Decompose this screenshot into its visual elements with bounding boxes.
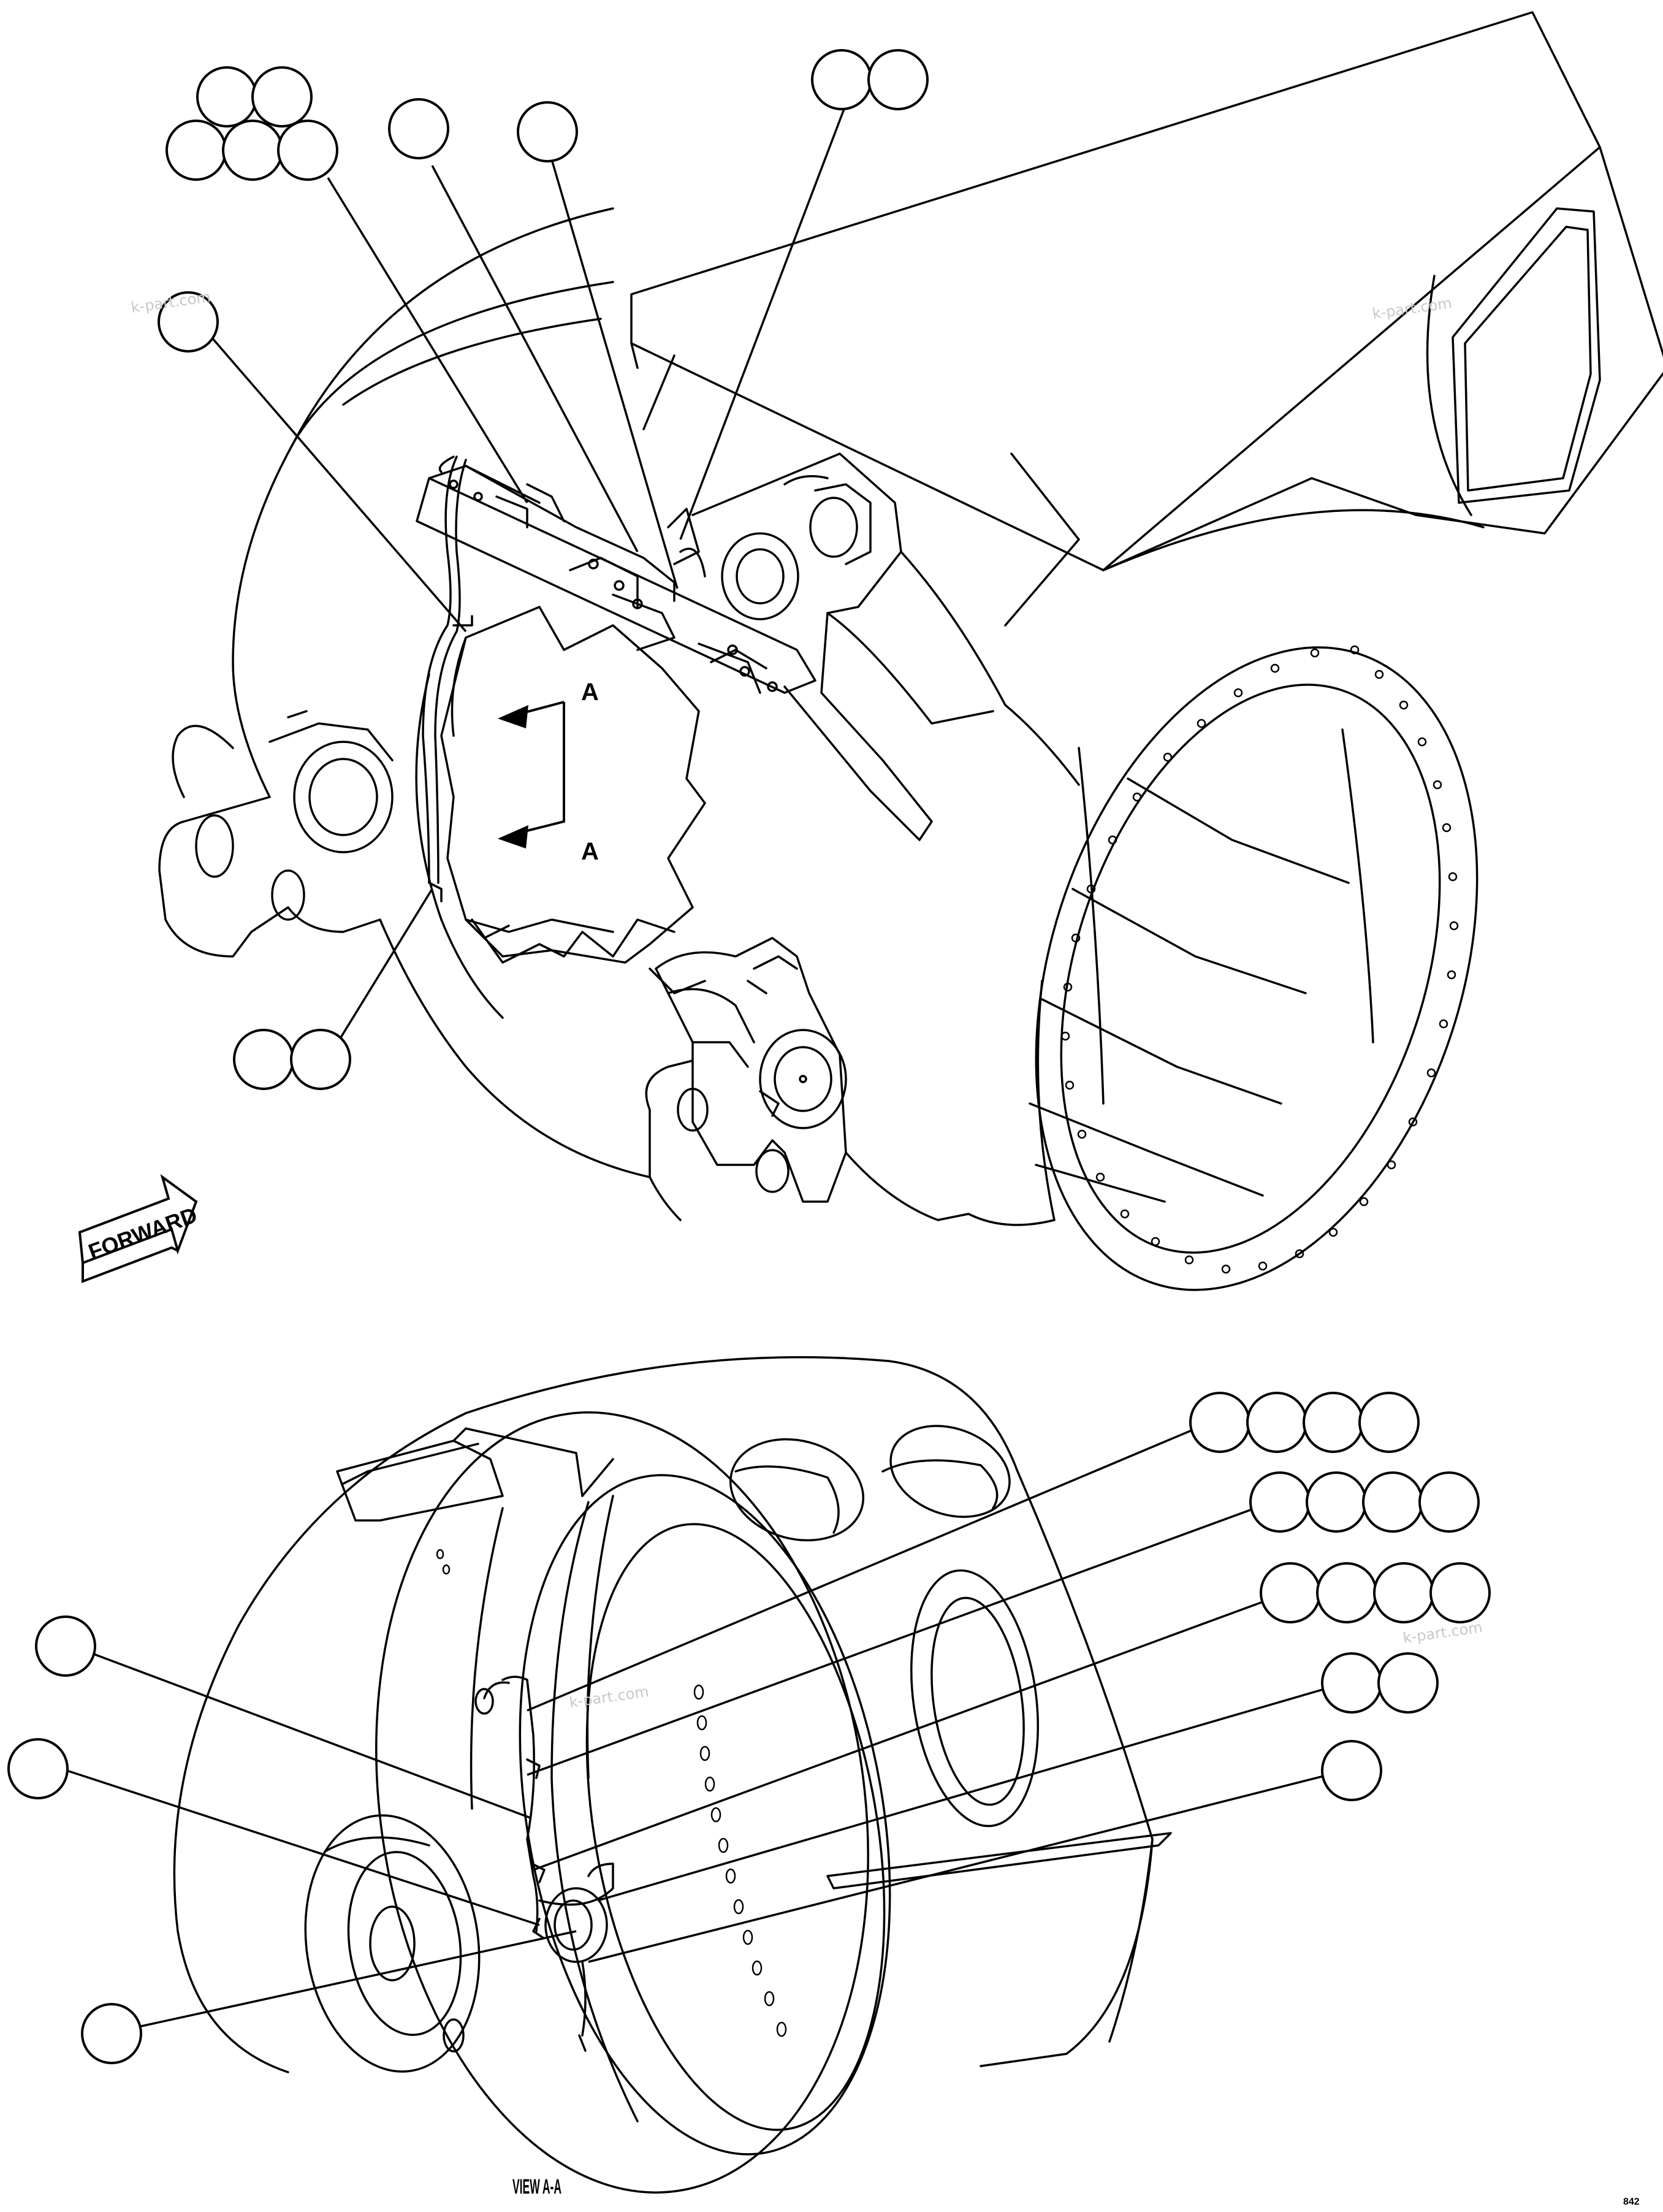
callout-balloon — [1429, 1562, 1491, 1623]
callout-balloon — [7, 1738, 69, 1799]
callout-balloon — [1260, 1562, 1321, 1623]
lower-callout-balloons — [7, 1392, 1491, 2064]
view-label: VIEW A-A — [512, 2175, 561, 2199]
callout-balloon — [1418, 1471, 1480, 1533]
callout-balloon — [1358, 1392, 1420, 1453]
barrel-window-upper — [729, 1438, 865, 1542]
ring-bolt-holes — [1060, 645, 1459, 1274]
mounting-rail — [416, 477, 816, 694]
callout-balloon — [222, 120, 283, 181]
section-label-upper: A — [581, 679, 599, 706]
barrel-inner-ring — [519, 1474, 891, 2156]
upper-pivot-bore — [721, 532, 799, 620]
inner-bolt-holes — [436, 1549, 787, 2037]
lower-pivot-bracket — [655, 937, 847, 1203]
callout-balloon — [1249, 1471, 1311, 1533]
callout-balloon — [251, 66, 313, 128]
callout-balloon — [1373, 1562, 1434, 1623]
callout-balloon — [81, 2003, 142, 2064]
callout-balloon — [1377, 1652, 1439, 1714]
section-arrow-lower-head — [498, 825, 528, 849]
callout-balloon — [1189, 1392, 1250, 1453]
upper-callout-leaders — [210, 104, 847, 1049]
barrel-window-right — [889, 1425, 1011, 1518]
callout-balloon — [1321, 1652, 1382, 1714]
hood-window — [1452, 207, 1601, 504]
callout-balloon — [290, 1029, 351, 1090]
callout-balloon — [811, 49, 872, 110]
callout-balloon — [277, 120, 338, 181]
callout-balloon — [35, 1615, 96, 1677]
callout-balloon — [196, 66, 257, 128]
callout-balloon — [388, 98, 449, 159]
callout-balloon — [166, 120, 227, 181]
callout-balloon — [1321, 1740, 1382, 1801]
section-arrows: A A — [498, 679, 599, 865]
callout-balloon — [1303, 1392, 1364, 1453]
callout-balloon — [1246, 1392, 1307, 1453]
cutaway-section — [440, 606, 706, 964]
callout-balloon — [233, 1029, 294, 1090]
hood-cover — [630, 11, 1601, 571]
left-bore — [304, 1814, 481, 2073]
callout-balloon — [867, 49, 929, 110]
lower-callout-leaders — [61, 1421, 1346, 2027]
callout-balloon — [1306, 1471, 1367, 1533]
wire-harness-lower — [501, 1676, 539, 1932]
view-a-a-assembly — [173, 1356, 1172, 2194]
upper-pivot-bracket — [691, 452, 933, 841]
page-code: 842 — [1623, 2197, 1640, 2207]
wire-harness — [422, 456, 458, 884]
barrel-front-ring — [375, 1411, 869, 2194]
callout-balloon — [1362, 1471, 1423, 1533]
section-label-lower: A — [581, 838, 599, 865]
callout-balloon — [1316, 1562, 1377, 1623]
section-arrow-upper-head — [498, 705, 528, 728]
ring-flange-inner — [1060, 684, 1441, 1254]
callout-balloon — [158, 291, 219, 353]
barrel-window-center — [910, 1569, 1039, 1828]
upper-callout-balloons — [158, 49, 929, 1090]
main-frame-assembly — [158, 11, 1663, 1291]
left-pivot-bore — [293, 741, 394, 853]
callout-balloon — [517, 101, 578, 162]
sensor-ring — [544, 1887, 608, 1963]
ring-flange-outer — [1035, 646, 1478, 1291]
main-housing — [158, 207, 614, 958]
